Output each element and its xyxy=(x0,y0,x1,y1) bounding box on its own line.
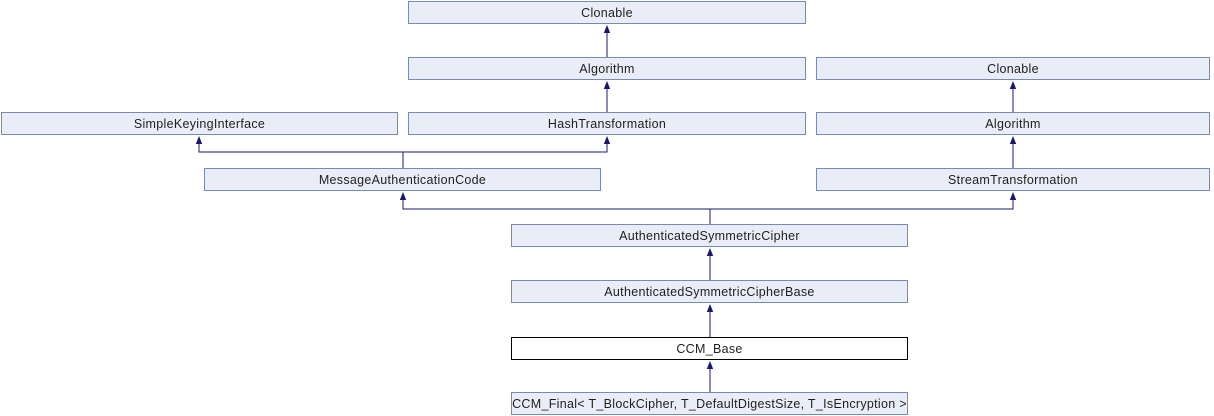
class-node-ccm-base: CCM_Base xyxy=(511,337,908,360)
arrowhead-icon xyxy=(1009,192,1017,200)
class-node-message-authentication-code[interactable]: MessageAuthenticationCode xyxy=(204,168,601,191)
class-node-hash-transformation[interactable]: HashTransformation xyxy=(408,112,806,135)
arrowhead-icon xyxy=(603,81,611,89)
arrowhead-icon xyxy=(399,192,407,200)
arrowhead-icon xyxy=(195,136,203,144)
arrowhead-icon xyxy=(706,304,714,312)
class-node-clonable-right[interactable]: Clonable xyxy=(816,57,1210,80)
edge-message-authentication-code-to-simple-keying-interface xyxy=(198,144,404,168)
arrowhead-icon xyxy=(1009,81,1017,89)
edge-authenticated-symmetric-cipher-to-stream-transformation xyxy=(710,200,1014,210)
arrowhead-icon xyxy=(603,136,611,144)
class-node-algorithm-right[interactable]: Algorithm xyxy=(816,112,1210,135)
edge-authenticated-symmetric-cipher-to-message-authentication-code xyxy=(402,200,711,224)
arrowhead-icon xyxy=(603,25,611,33)
arrowhead-icon xyxy=(706,361,714,369)
class-node-stream-transformation[interactable]: StreamTransformation xyxy=(816,168,1210,191)
edge-message-authentication-code-to-hash-transformation xyxy=(403,144,608,153)
arrowhead-icon xyxy=(706,248,714,256)
class-node-simple-keying-interface[interactable]: SimpleKeyingInterface xyxy=(1,112,398,135)
class-node-algorithm-left[interactable]: Algorithm xyxy=(408,57,806,80)
class-node-ccm-final[interactable]: CCM_Final< T_BlockCipher, T_DefaultDiges… xyxy=(511,392,908,415)
class-node-authenticated-symmetric-cipher[interactable]: AuthenticatedSymmetricCipher xyxy=(511,224,908,247)
class-node-authenticated-symmetric-cipher-base[interactable]: AuthenticatedSymmetricCipherBase xyxy=(511,280,908,303)
class-node-clonable-top[interactable]: Clonable xyxy=(408,1,806,24)
arrowhead-icon xyxy=(1009,136,1017,144)
